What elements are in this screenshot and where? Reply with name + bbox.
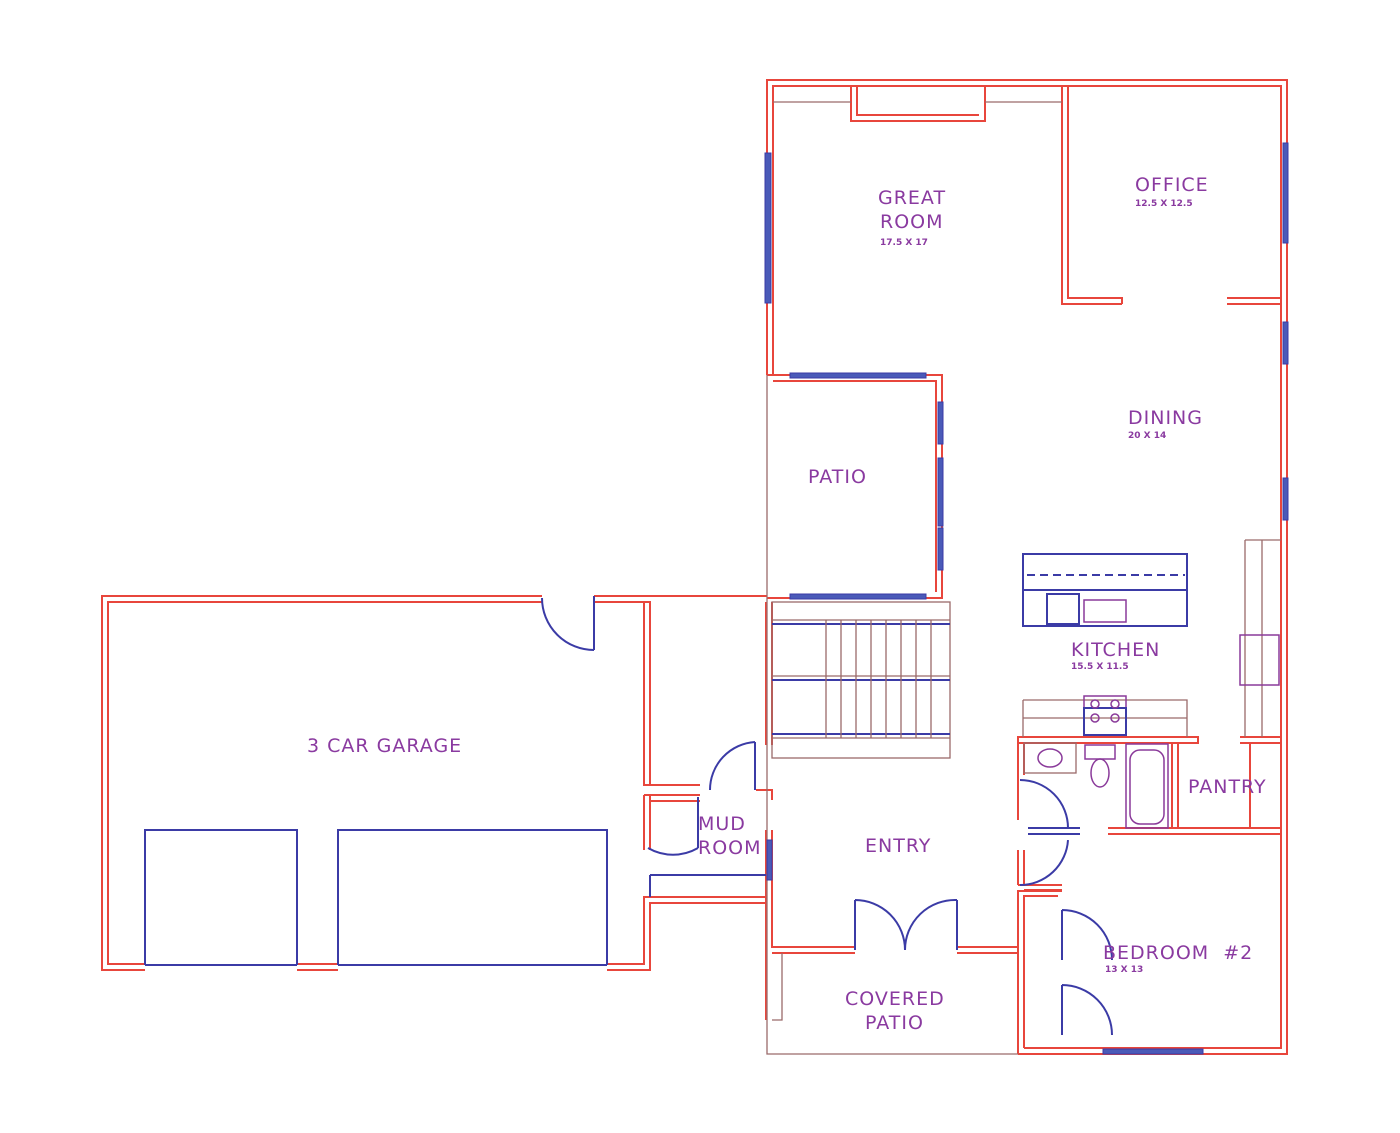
- bedroom2-dims: 13 X 13: [1105, 965, 1143, 975]
- dining-label: DINING: [1128, 407, 1203, 429]
- window: [937, 457, 944, 527]
- bathroom-fixtures: [1023, 742, 1169, 829]
- window: [764, 152, 772, 304]
- dishwasher: [1046, 593, 1080, 625]
- kitchen-island: [1022, 553, 1280, 736]
- bathroom-sink: [1037, 748, 1063, 768]
- window: [1102, 1048, 1204, 1055]
- garage-doors: [144, 829, 608, 966]
- mud-room-label: MUD: [698, 813, 746, 835]
- window: [1282, 142, 1289, 244]
- patio-label: PATIO: [808, 466, 867, 488]
- garage-label: 3 CAR GARAGE: [307, 735, 462, 757]
- covered-patio-label: COVERED: [845, 988, 945, 1010]
- window: [937, 527, 944, 571]
- dining-dims: 20 X 14: [1128, 431, 1166, 441]
- bathtub: [1125, 743, 1169, 829]
- window: [766, 839, 773, 881]
- bedroom2-label: BEDROOM #2: [1103, 942, 1253, 964]
- kitchen-label: KITCHEN: [1071, 639, 1160, 661]
- office-dims: 12.5 X 12.5: [1135, 199, 1193, 209]
- room-labels: GREAT ROOM 17.5 X 17 OFFICE 12.5 X 12.5 …: [307, 174, 1267, 1034]
- windows: [764, 142, 1289, 1055]
- window: [937, 401, 944, 445]
- kitchen-dims: 15.5 X 11.5: [1071, 662, 1129, 672]
- great-room-dims: 17.5 X 17: [880, 238, 928, 248]
- window: [789, 372, 927, 379]
- mud-room-label-2: ROOM: [698, 837, 762, 859]
- office-label: OFFICE: [1135, 174, 1209, 196]
- window: [1282, 477, 1289, 521]
- pantry-label: PANTRY: [1188, 776, 1267, 798]
- entry-label: ENTRY: [865, 835, 931, 857]
- window: [1282, 321, 1289, 365]
- stove: [1083, 707, 1127, 736]
- covered-patio-label-2: PATIO: [865, 1012, 924, 1034]
- great-room-label: GREAT: [878, 187, 946, 209]
- toilet: [1090, 758, 1110, 788]
- outline-lines: [766, 101, 1281, 1055]
- great-room-label-2: ROOM: [880, 211, 944, 233]
- doors: [541, 596, 1113, 1036]
- kitchen-sink: [1083, 599, 1127, 623]
- exterior-walls: [101, 79, 1288, 1055]
- staircase[interactable]: [771, 601, 951, 759]
- range-hood: [1083, 695, 1127, 709]
- window: [789, 593, 927, 600]
- refrigerator: [1239, 634, 1280, 686]
